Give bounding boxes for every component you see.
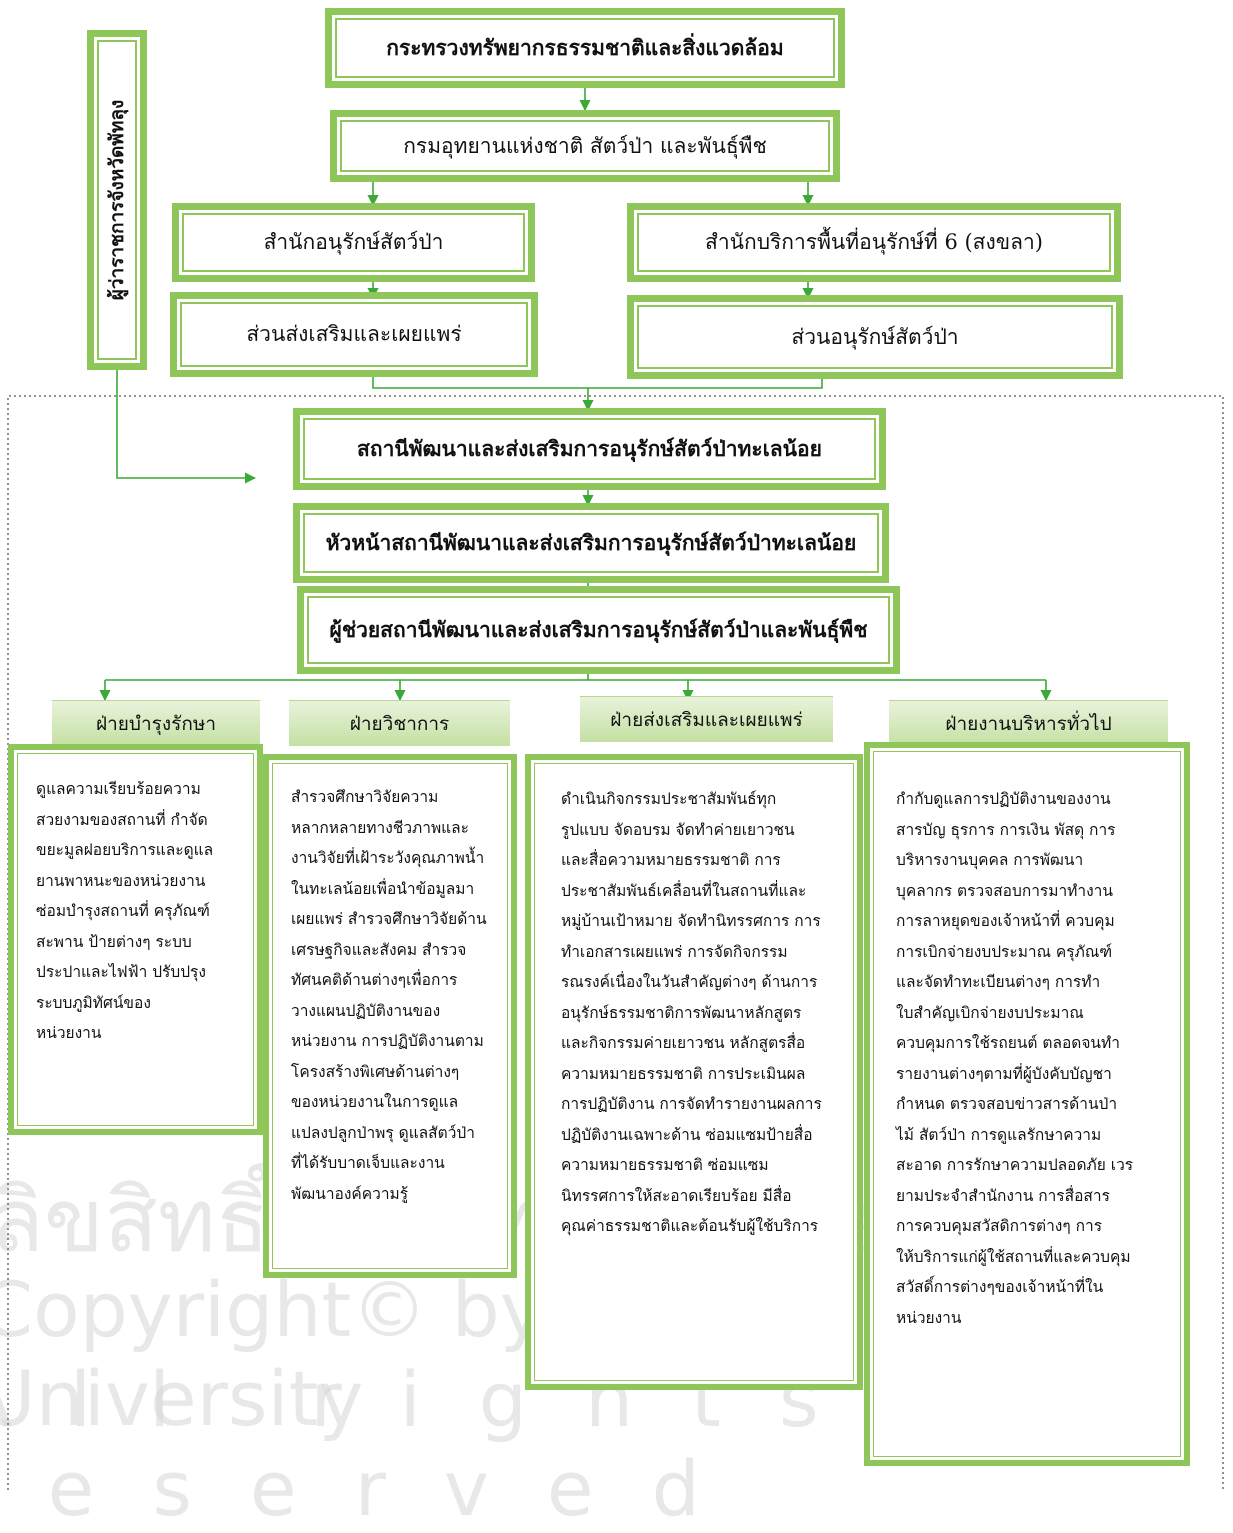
desc-line: ประชาสัมพันธ์เคลื่อนที่ในสถานที่และ	[561, 881, 807, 900]
desc-line: ควบคุมการใช้รถยนต์ ตลอดจนทำ	[896, 1034, 1120, 1052]
desc-line: โครงสร้างพิเศษด้านต่างๆ	[291, 1062, 460, 1081]
governor-label: ผู้ว่าราชการจังหวัดพัทลุง	[106, 99, 128, 301]
assistant-box: ผู้ช่วยสถานีพัฒนาและส่งเสริมการอนุรักษ์ส…	[297, 586, 900, 674]
right-section-label: ส่วนอนุรักษ์สัตว์ป่า	[791, 324, 959, 349]
ministry-label: กระทรวงทรัพยากรธรรมชาติและสิ่งแวดล้อม	[386, 34, 784, 60]
division-title: ฝ่ายงานบริหารทั่วไป	[945, 712, 1112, 735]
left-section-label: ส่วนส่งเสริมและเผยแพร่	[246, 322, 462, 346]
division-tab-academic: ฝ่ายวิชาการ	[289, 700, 510, 746]
ministry-box: กระทรวงทรัพยากรธรรมชาติและสิ่งแวดล้อม	[325, 8, 845, 88]
desc-line: หน่วยงาน	[36, 1024, 102, 1042]
desc-line: สารบัญ ธุรการ การเงิน พัสดุ การ	[896, 820, 1116, 839]
desc-line: หน่วยงาน	[896, 1308, 962, 1327]
station-label: สถานีพัฒนาและส่งเสริมการอนุรักษ์สัตว์ป่า…	[357, 435, 822, 461]
desc-line: หน่วยงาน การปฏิบัติงานตาม	[291, 1032, 484, 1050]
left-office-box: สำนักอนุรักษ์สัตว์ป่า	[172, 203, 535, 282]
desc-line: ไม้ สัตว์ป่า การดูแลรักษาความ	[896, 1125, 1102, 1144]
desc-line: กำกับดูแลการปฏิบัติงานของงาน	[896, 790, 1111, 808]
desc-line: พัฒนาองค์ความรู้	[291, 1184, 409, 1203]
right-section-box: ส่วนอนุรักษ์สัตว์ป่า	[627, 295, 1123, 379]
division-tab-promotion: ฝ่ายส่งเสริมและเผยแพร่	[580, 696, 833, 742]
division-desc-promotion: ดำเนินกิจกรรมประชาสัมพันธ์ทุกรูปแบบ จัดอ…	[525, 754, 863, 1390]
desc-line: รายงานต่างๆตามที่ผู้บังคับบัญชา	[896, 1064, 1112, 1083]
governor-box: ผู้ว่าราชการจังหวัดพัทลุง	[87, 30, 147, 370]
desc-line: บุคลากร ตรวจสอบการมาทำงาน	[896, 881, 1113, 900]
desc-line: ดูแลความเรียบร้อยความ	[36, 780, 201, 798]
desc-line: สวยงามของสถานที่ กำจัด	[36, 810, 208, 829]
division-title: ฝ่ายวิชาการ	[349, 712, 450, 735]
desc-line: การควบคุมสวัสดิการต่างๆ การ	[896, 1217, 1103, 1235]
desc-line: การปฏิบัติงาน การจัดทำรายงานผลการ	[561, 1095, 822, 1113]
desc-line: งานวิจัยที่เฝ้าระวังคุณภาพน้ำ	[291, 849, 485, 867]
division-desc-text: ดูแลความเรียบร้อยความสวยงามของสถานที่ กำ…	[36, 774, 248, 1049]
desc-line: ยามประจำสำนักงาน การสื่อสาร	[896, 1186, 1110, 1205]
desc-line: สะอาด การรักษาความปลอดภัย เวร	[896, 1156, 1134, 1174]
desc-line: นิทรรศการให้สะอาดเรียบร้อย มีสื่อ	[561, 1186, 792, 1205]
desc-line: ความหมายธรรมชาติ การประเมินผล	[561, 1064, 806, 1083]
desc-line: กำหนด ตรวจสอบข่าวสารด้านป่า	[896, 1095, 1118, 1113]
desc-line: ให้บริการแก่ผู้ใช้สถานที่และควบคุม	[896, 1247, 1131, 1266]
division-tab-maintenance: ฝ่ายบำรุงรักษา	[52, 700, 260, 746]
desc-line: ขยะมูลฝอยบริการและดูแล	[36, 841, 214, 859]
desc-line: สำรวจศึกษาวิจัยความ	[291, 788, 439, 806]
desc-line: ที่ได้รับบาดเจ็บและงาน	[291, 1154, 445, 1172]
desc-line: ทำเอกสารเผยแพร่ การจัดกิจกรรม	[561, 942, 788, 961]
division-tab-administration: ฝ่ายงานบริหารทั่วไป	[889, 700, 1168, 746]
head-box: หัวหน้าสถานีพัฒนาและส่งเสริมการอนุรักษ์ส…	[293, 503, 889, 583]
desc-line: ทัศนคติด้านต่างๆเพื่อการ	[291, 971, 458, 989]
desc-line: หลากหลายทางชีวภาพและ	[291, 818, 469, 837]
desc-line: แปลงปลูกป่าพรุ ดูแลสัตว์ป่า	[291, 1123, 475, 1142]
right-office-label: สำนักบริการพื้นที่อนุรักษ์ที่ 6 (สงขลา)	[705, 230, 1043, 254]
desc-line: สวัสดิ์การต่างๆของเจ้าหน้าที่ใน	[896, 1278, 1104, 1296]
desc-line: อนุรักษ์ธรรมชาติการพัฒนาหลักสูตร	[561, 1003, 802, 1022]
division-desc-academic: สำรวจศึกษาวิจัยความหลากหลายทางชีวภาพและง…	[263, 754, 517, 1278]
desc-line: ระบบภูมิทัศน์ของ	[36, 993, 151, 1012]
desc-line: ใบสำคัญเบิกจ่ายงบประมาณ	[896, 1003, 1084, 1022]
left-section-box: ส่วนส่งเสริมและเผยแพร่	[170, 292, 538, 377]
division-title: ฝ่ายส่งเสริมและเผยแพร่	[610, 708, 803, 731]
governor-line	[116, 370, 257, 484]
desc-line: การลาหยุดของเจ้าหน้าที่ ควบคุม	[896, 912, 1115, 930]
desc-line: ของหน่วยงานในการดูแล	[291, 1093, 459, 1111]
left-office-label: สำนักอนุรักษ์สัตว์ป่า	[263, 230, 444, 254]
desc-line: คุณค่าธรรมชาติและต้อนรับผู้ใช้บริการ	[561, 1217, 819, 1235]
desc-line: รูปแบบ จัดอบรม จัดทำค่ายเยาวชน	[561, 820, 795, 839]
desc-line: การเบิกจ่ายงบประมาณ ครุภัณฑ์	[896, 942, 1113, 961]
desc-line: และจัดทำทะเบียนต่างๆ การทำ	[896, 973, 1101, 991]
desc-line: เผยแพร่ สำรวจศึกษาวิจัยด้าน	[291, 910, 487, 928]
branch-line	[105, 673, 1046, 681]
desc-line: และกิจกรรมค่ายเยาวชน หลักสูตรสื่อ	[561, 1034, 806, 1052]
desc-line: ซ่อมบำรุงสถานที่ ครุภัณฑ์	[36, 902, 210, 920]
desc-line: รณรงค์เนื่องในวันสำคัญต่างๆ ด้านการ	[561, 973, 818, 991]
desc-line: เศรษฐกิจและสังคม สำรวจ	[291, 940, 467, 959]
desc-line: และสื่อความหมายธรรมชาติ การ	[561, 851, 781, 869]
merge-line	[372, 376, 823, 389]
desc-line: วางแผนปฏิบัติงานของ	[291, 1001, 441, 1020]
department-label: กรมอุทยานแห่งชาติ สัตว์ป่า และพันธุ์พืช	[403, 133, 767, 158]
division-desc-administration: กำกับดูแลการปฏิบัติงานของงานสารบัญ ธุรกา…	[864, 742, 1190, 1466]
desc-line: สะพาน ป้ายต่างๆ ระบบ	[36, 932, 192, 951]
division-desc-text: กำกับดูแลการปฏิบัติงานของงานสารบัญ ธุรกา…	[896, 784, 1164, 1333]
station-box: สถานีพัฒนาและส่งเสริมการอนุรักษ์สัตว์ป่า…	[293, 408, 886, 490]
desc-line: ดำเนินกิจกรรมประชาสัมพันธ์ทุก	[561, 790, 777, 808]
desc-line: ความหมายธรรมชาติ ซ่อมแซม	[561, 1156, 769, 1174]
desc-line: ยานพาหนะของหน่วยงาน	[36, 871, 206, 890]
division-title: ฝ่ายบำรุงรักษา	[95, 712, 217, 735]
assistant-label: ผู้ช่วยสถานีพัฒนาและส่งเสริมการอนุรักษ์ส…	[329, 616, 868, 642]
desc-line: ประปาและไฟฟ้า ปรับปรุง	[36, 963, 206, 981]
department-box: กรมอุทยานแห่งชาติ สัตว์ป่า และพันธุ์พืช	[330, 110, 840, 182]
desc-line: ในทะเลน้อยเพื่อนำข้อมูลมา	[291, 879, 475, 898]
division-desc-maintenance: ดูแลความเรียบร้อยความสวยงามของสถานที่ กำ…	[8, 744, 263, 1135]
head-label: หัวหน้าสถานีพัฒนาและส่งเสริมการอนุรักษ์ส…	[325, 529, 857, 555]
desc-line: บริหารงานบุคคล การพัฒนา	[896, 851, 1084, 869]
division-desc-text: สำรวจศึกษาวิจัยความหลากหลายทางชีวภาพและง…	[291, 782, 503, 1209]
right-office-box: สำนักบริการพื้นที่อนุรักษ์ที่ 6 (สงขลา)	[627, 203, 1121, 282]
desc-line: หมู่บ้านเป้าหมาย จัดทำนิทรรศการ การ	[561, 912, 821, 930]
division-desc-text: ดำเนินกิจกรรมประชาสัมพันธ์ทุกรูปแบบ จัดอ…	[561, 784, 843, 1242]
desc-line: ปฏิบัติงานเฉพาะด้าน ซ่อมแซมป้ายสื่อ	[561, 1125, 813, 1144]
